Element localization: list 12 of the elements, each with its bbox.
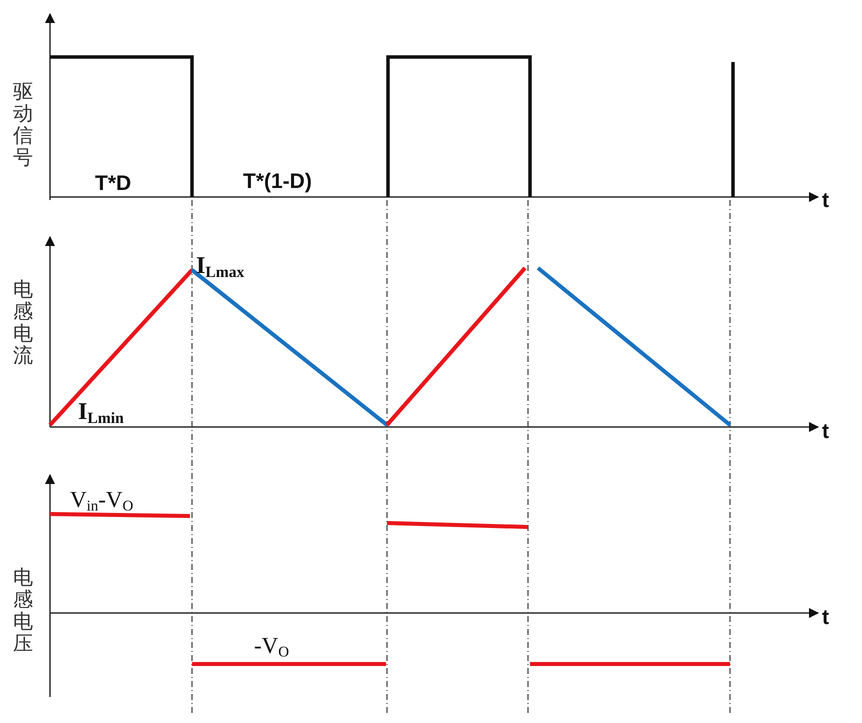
- value-label: V$_{in}$-V$_{O}$: [70, 488, 134, 515]
- value-label: I$_{Lmin}$: [78, 400, 124, 426]
- interval-label: T*(1-D): [243, 171, 312, 192]
- axis-label: t: [822, 190, 829, 211]
- axis-label: t: [822, 607, 829, 628]
- axis-label: t: [822, 421, 829, 442]
- axis-title: 驱动信号: [12, 80, 34, 168]
- axis-title: 电感电压: [12, 566, 34, 654]
- axis-title: 电感电流: [12, 278, 34, 366]
- value-label: -V$_{O}$: [254, 634, 290, 661]
- interval-label: T*D: [95, 173, 132, 194]
- value-label: I$_{Lmax}$: [196, 254, 244, 280]
